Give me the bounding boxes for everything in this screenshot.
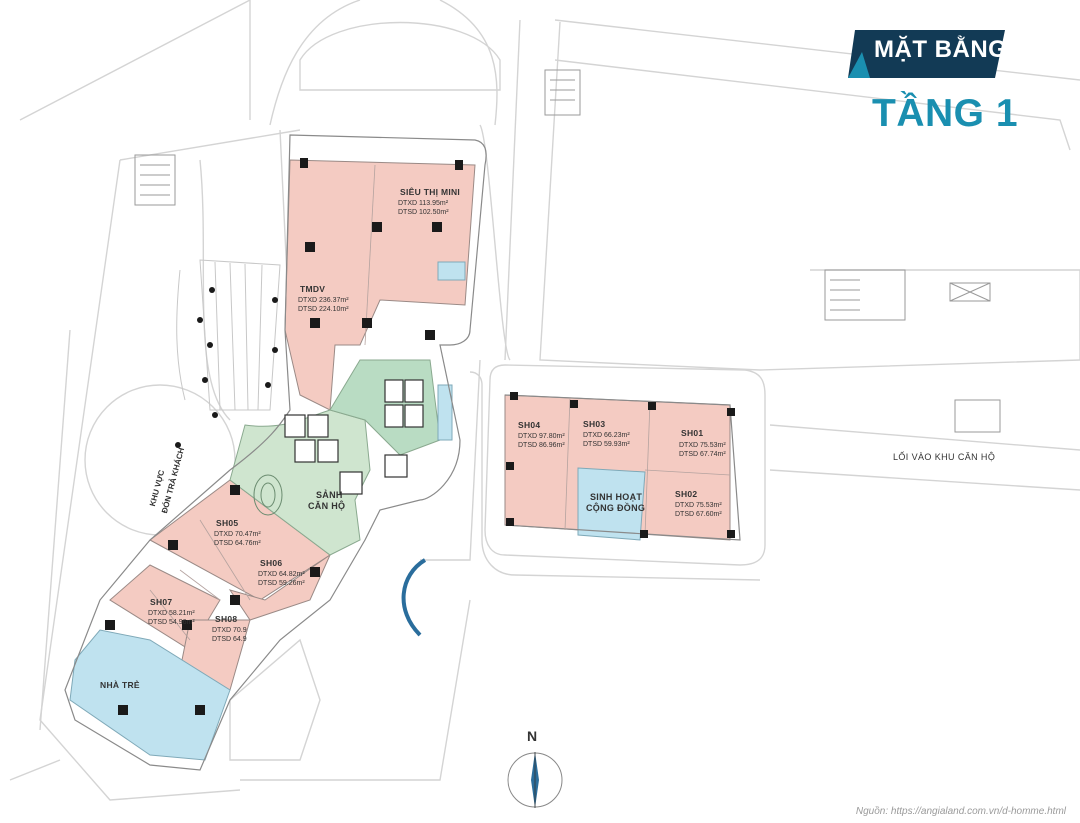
label-sinh-hoat-line2: CỘNG ĐỒNG: [586, 503, 646, 513]
label-sh05-dtsd: DTSD 64.76m²: [214, 540, 261, 547]
building-outline: [64, 134, 741, 771]
label-sh07-dtxd: DTXD 58.21m²: [148, 610, 195, 617]
label-sh04-dtsd: DTSD 86.96m²: [518, 442, 565, 449]
label-sh02-dtsd: DTSD 67.60m²: [675, 511, 722, 518]
outdoor-stairs: [134, 69, 1001, 433]
label-sh02-name: SH02: [675, 489, 698, 499]
label-sh01-dtxd: DTXD 75.53m²: [679, 442, 726, 449]
lobby-decoration: [253, 474, 283, 516]
commercial-zones: [109, 159, 731, 691]
label-sanh-line2: CĂN HỘ: [308, 501, 346, 511]
compass-north-label: N: [527, 728, 538, 744]
core-elevators: [284, 379, 424, 495]
label-nha-tre: NHÀ TRẺ: [100, 680, 140, 690]
label-sh08-dtxd: DTXD 70.9: [212, 627, 247, 634]
label-sh08-dtsd: DTSD 64.9: [212, 636, 247, 643]
label-sh02-dtxd: DTXD 75.53m²: [675, 502, 722, 509]
ramp-structure: [176, 259, 281, 411]
label-sh03-name: SH03: [583, 419, 606, 429]
source-credit: Nguồn: https://angialand.com.vn/d-homme.…: [855, 806, 1066, 817]
label-sh03-dtxd: DTXD 66.23m²: [583, 432, 630, 439]
label-sh05-dtxd: DTXD 70.47m²: [214, 531, 261, 538]
label-sieu-thi-dtxd: DTXD 113.95m²: [398, 200, 449, 207]
label-sinh-hoat-line1: SINH HOẠT: [590, 492, 643, 502]
label-sh07-name: SH07: [150, 597, 173, 607]
badge-label: MẶT BẰNG: [874, 36, 1008, 63]
label-sh05-name: SH05: [216, 518, 239, 528]
columns: [105, 158, 735, 715]
interior-walls: [149, 164, 731, 641]
planter-arc: [401, 558, 427, 637]
label-sanh-line1: SẢNH: [316, 490, 343, 500]
label-tmdv-name: TMDV: [300, 284, 326, 294]
title-badge: [848, 30, 1005, 78]
label-sh08-name: SH08: [215, 614, 238, 624]
label-sh06-name: SH06: [260, 558, 283, 568]
label-tmdv-dtxd: DTXD 236.37m²: [298, 297, 349, 304]
label-sh07-dtsd: DTSD 54.96m²: [148, 619, 195, 626]
label-entry: LỐI VÀO KHU CĂN HỘ: [893, 452, 996, 462]
label-sh01-name: SH01: [681, 428, 704, 438]
floor-title: TẦNG 1: [872, 92, 1019, 135]
community-zones: [69, 261, 646, 761]
label-sieu-thi-dtsd: DTSD 102.50m²: [398, 209, 449, 216]
label-tmdv-dtsd: DTSD 224.10m²: [298, 306, 349, 313]
label-sh03-dtsd: DTSD 59.93m²: [583, 441, 630, 448]
label-sh06-dtsd: DTSD 59.26m²: [258, 580, 305, 587]
bollards: [175, 287, 278, 448]
label-sh04-dtxd: DTXD 97.80m²: [518, 433, 565, 440]
label-sh06-dtxd: DTXD 64.82m²: [258, 571, 305, 578]
label-sh04-name: SH04: [518, 420, 541, 430]
label-sh01-dtsd: DTSD 67.74m²: [679, 451, 726, 458]
compass: [507, 752, 563, 808]
label-sieu-thi-name: SIÊU THỊ MINI: [400, 187, 461, 197]
